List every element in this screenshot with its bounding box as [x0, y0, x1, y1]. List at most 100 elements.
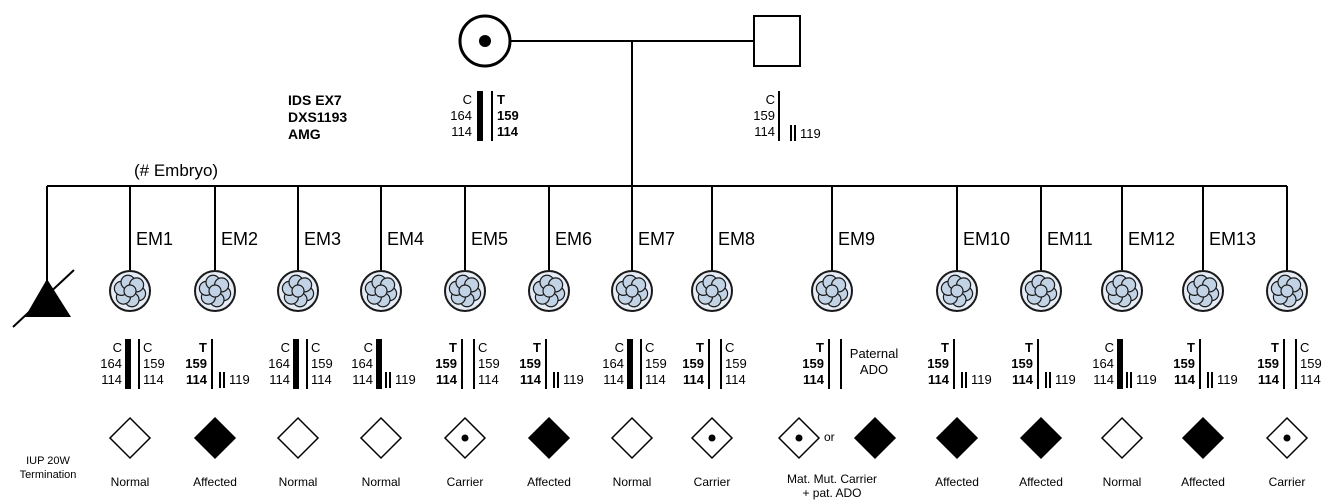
- allele: 159: [1011, 356, 1033, 371]
- embryo-2-affected-diamond: [193, 416, 237, 460]
- embryo-4-maternal-bar: [376, 339, 382, 389]
- embryo-label-7: EM7: [638, 229, 676, 249]
- allele: T: [1187, 340, 1195, 355]
- embryo-3-paternal-bar: [306, 339, 308, 389]
- allele: 159: [497, 108, 519, 123]
- embryo-11-paternal-allele: 119: [1055, 372, 1076, 387]
- embryo-2-paternal-allele: 119: [229, 372, 250, 387]
- allele: 114: [101, 372, 122, 387]
- embryo-cell: [825, 284, 839, 298]
- embryo-13-paternal-bars-a: [1207, 372, 1209, 388]
- embryo-5-carrier-dot: [461, 434, 469, 442]
- embryo-11-affected-diamond: [1019, 416, 1063, 460]
- embryo-icon-5: [444, 270, 486, 312]
- embryo-14-paternal-bar: [1295, 339, 1297, 389]
- allele: 159: [1257, 356, 1279, 371]
- allele: 159: [1173, 356, 1195, 371]
- embryo-label-1: EM1: [136, 229, 174, 249]
- iup-label-line1: IUP 20W: [26, 455, 70, 467]
- marker-name-3: AMG: [288, 126, 321, 142]
- allele: 159: [478, 356, 500, 371]
- allele: 159: [519, 356, 541, 371]
- embryo-cell: [705, 284, 719, 298]
- allele: 114: [478, 372, 499, 387]
- allele: 114: [1093, 372, 1114, 387]
- allele: 114: [928, 372, 949, 387]
- allele: 159: [927, 356, 949, 371]
- embryo-8-status: Carrier: [693, 475, 731, 489]
- embryo-cell: [208, 284, 222, 298]
- allele: 164: [268, 356, 290, 371]
- embryo-2-status: Affected: [193, 475, 237, 489]
- embryo-cell: [123, 284, 137, 298]
- allele: 114: [1174, 372, 1195, 387]
- allele: T: [1025, 340, 1033, 355]
- embryo-5-maternal-bar: [461, 339, 463, 389]
- embryo-10-affected-diamond: [935, 416, 979, 460]
- embryo-title: (# Embryo): [134, 161, 219, 180]
- allele: 114: [311, 372, 332, 387]
- paternal-ado-line2: ADO: [859, 362, 889, 377]
- allele: 159: [185, 356, 207, 371]
- termination-slash: [12, 269, 75, 328]
- embryo-14-carrier-dot: [1283, 434, 1291, 442]
- embryo-4-status: Normal: [361, 475, 401, 489]
- embryo-3-maternal-bar: [293, 339, 299, 389]
- embryo-label-10: EM10: [963, 229, 1011, 249]
- marker-name-2: DXS1193: [288, 109, 348, 125]
- embryo-label-4: EM4: [387, 229, 425, 249]
- allele: C: [112, 340, 122, 355]
- embryo-7-status: Normal: [612, 475, 652, 489]
- embryo-4-paternal-bars-b: [389, 372, 391, 388]
- allele: T: [1271, 340, 1279, 355]
- allele: 164: [100, 356, 122, 371]
- embryo-label-8: EM8: [718, 229, 756, 249]
- allele: 159: [1300, 356, 1322, 371]
- allele: T: [941, 340, 949, 355]
- embryo-1-maternal-bar: [125, 339, 131, 389]
- father-bar: [778, 91, 780, 141]
- allele: C: [363, 340, 373, 355]
- embryo-icon-3: [277, 270, 319, 312]
- allele: 114: [725, 372, 746, 387]
- embryo-8-paternal-bar: [720, 339, 722, 389]
- embryo-icon-8: [691, 270, 733, 312]
- embryo-12-maternal-bar: [1117, 339, 1123, 389]
- allele: C: [1300, 340, 1310, 355]
- embryo-icon-13: [1182, 270, 1224, 312]
- allele: C: [478, 340, 488, 355]
- embryo-label-6: EM6: [555, 229, 593, 249]
- embryo-9-alt-affected-diamond: [853, 416, 897, 460]
- embryo-9-maternal-bar: [828, 339, 830, 389]
- paternal-ado-line1: Paternal: [849, 346, 899, 361]
- embryo-6-status: Affected: [527, 475, 571, 489]
- allele: 114: [603, 372, 624, 387]
- embryo-11-maternal-bar: [1037, 339, 1039, 389]
- embryo-5-paternal-bar: [473, 339, 475, 389]
- embryo-12-diamond: [1100, 416, 1144, 460]
- allele: C: [1104, 340, 1114, 355]
- allele: 114: [186, 372, 207, 387]
- embryo-7-paternal-bar: [640, 339, 642, 389]
- embryo-7-diamond: [610, 416, 654, 460]
- allele: 114: [269, 372, 290, 387]
- embryo-13-maternal-bar: [1199, 339, 1201, 389]
- embryo-4-paternal-bars-a: [385, 372, 387, 388]
- embryo-cell: [1034, 284, 1048, 298]
- allele: 164: [1092, 356, 1114, 371]
- allele: T: [533, 340, 541, 355]
- embryo-11-paternal-bars-b: [1049, 372, 1051, 388]
- embryo-cell: [1115, 284, 1129, 298]
- embryo-6-paternal-bars-a: [553, 372, 555, 388]
